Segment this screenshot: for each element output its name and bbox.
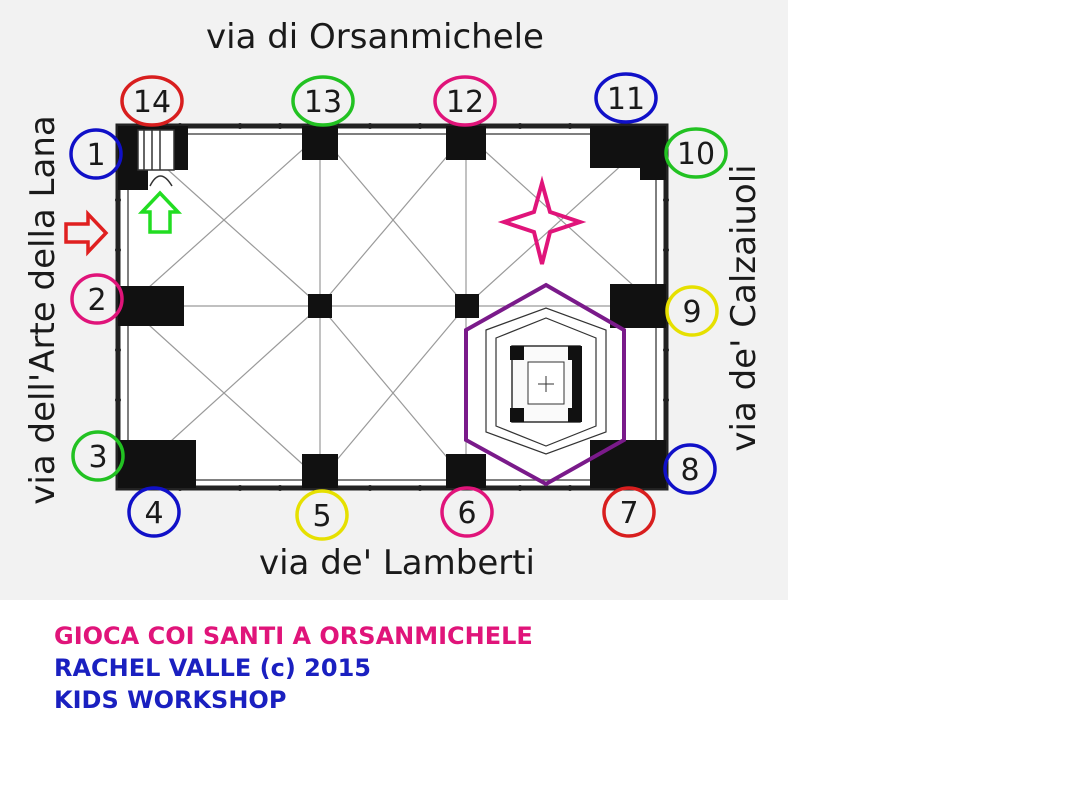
niche-marker-10: 10	[664, 127, 728, 179]
pier-sw	[118, 440, 196, 488]
street-label-north: via di Orsanmichele	[206, 17, 544, 57]
niche-number: 9	[682, 295, 701, 330]
niche-number: 13	[304, 85, 342, 120]
pier-s2	[446, 454, 486, 488]
floor-plan-panel: via di Orsanmichele via de' Lamberti via…	[0, 0, 788, 600]
credits-block: GIOCA COI SANTI A ORSANMICHELE RACHEL VA…	[54, 620, 533, 716]
niche-circle	[295, 489, 349, 541]
column-center-1	[308, 294, 332, 318]
workshop-title: GIOCA COI SANTI A ORSANMICHELE	[54, 622, 533, 650]
niche-circle	[663, 443, 717, 495]
street-label-south: via de' Lamberti	[259, 543, 535, 583]
piers	[118, 126, 666, 488]
niche-number: 10	[677, 137, 715, 172]
niche-marker-11: 11	[594, 72, 658, 124]
author-credit: RACHEL VALLE (c) 2015	[54, 654, 371, 682]
niche-circle	[120, 75, 184, 127]
niche-circle	[664, 127, 728, 179]
pier-n1	[302, 126, 338, 160]
niche-marker-7: 7	[602, 486, 656, 538]
niche-marker-8: 8	[663, 443, 717, 495]
tabernacle-outline	[464, 282, 626, 487]
orsanmichele-floor-plan: via di Orsanmichele via de' Lamberti via…	[23, 17, 764, 583]
building-outline	[115, 123, 669, 491]
pier-s1	[302, 454, 338, 488]
niche-circle	[127, 486, 181, 538]
pier-w	[118, 286, 184, 326]
niche-circle	[70, 273, 124, 325]
entrance-arrow	[64, 209, 109, 257]
niche-number: 8	[680, 453, 699, 488]
niche-number: 7	[619, 496, 638, 531]
niche-circle	[69, 128, 123, 180]
street-label-west: via dell'Arte della Lana	[23, 115, 63, 504]
pier-se	[590, 440, 666, 488]
niche-circle	[665, 285, 719, 337]
niche-number: 2	[87, 283, 106, 318]
workshop-label: KIDS WORKSHOP	[54, 686, 287, 714]
niche-number: 1	[86, 138, 105, 173]
niche-number: 11	[607, 82, 645, 117]
niche-marker-12: 12	[433, 75, 497, 127]
niche-circle	[602, 486, 656, 538]
niche-marker-5: 5	[295, 489, 349, 541]
tabernacle	[485, 307, 607, 455]
niche-marker-3: 3	[71, 430, 125, 482]
niche-number: 6	[457, 496, 476, 531]
niche-number: 14	[133, 85, 171, 120]
niche-circle	[440, 486, 494, 538]
niche-number: 12	[446, 85, 484, 120]
pier-e	[610, 284, 666, 328]
staircase	[137, 129, 175, 187]
niche-number: 4	[144, 496, 163, 531]
niche-circle	[291, 75, 355, 127]
niche-marker-9: 9	[665, 285, 719, 337]
pier-n2	[446, 126, 486, 160]
niche-number: 3	[88, 440, 107, 475]
niche-circle	[71, 430, 125, 482]
stairs-arrow	[137, 190, 183, 234]
niche-marker-1: 1	[69, 128, 123, 180]
niche-marker-6: 6	[440, 486, 494, 538]
niche-marker-2: 2	[70, 273, 124, 325]
star-marker	[497, 175, 587, 265]
niche-marker-4: 4	[127, 486, 181, 538]
niche-circle	[433, 75, 497, 127]
pier-ne-side	[640, 126, 666, 180]
niche-marker-13: 13	[291, 75, 355, 127]
niche-number: 5	[312, 499, 331, 534]
street-label-east: via de' Calzaiuoli	[724, 164, 764, 451]
niche-circle	[594, 72, 658, 124]
column-center-2	[455, 294, 479, 318]
niche-marker-14: 14	[120, 75, 184, 127]
